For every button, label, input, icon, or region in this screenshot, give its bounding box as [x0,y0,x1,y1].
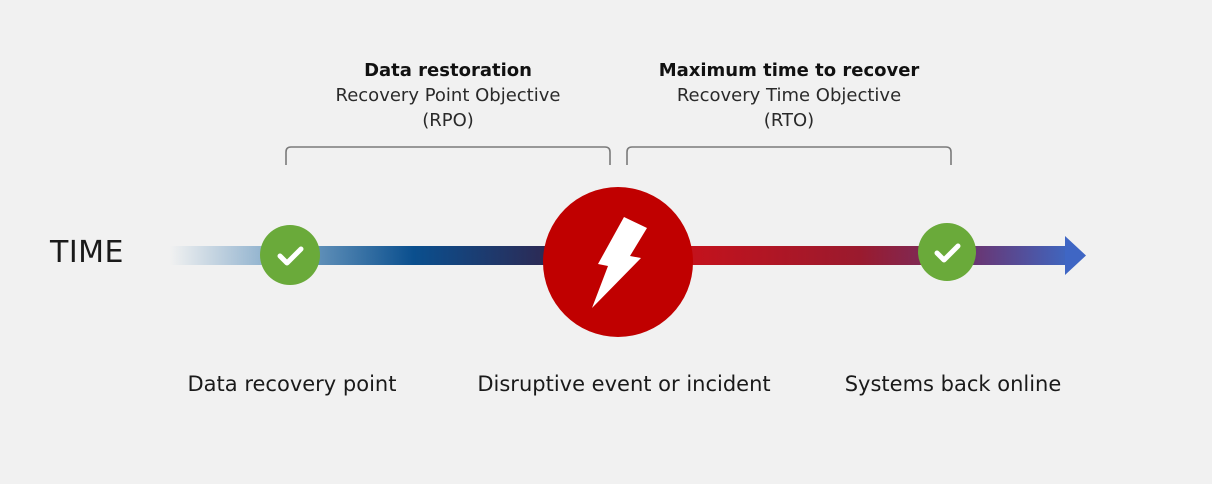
rto-abbreviation: (RTO) [763,110,815,131]
back-online-label: Systems back online [844,372,1062,396]
rpo-objective-name: Recovery Point Objective [335,85,561,106]
checkmark-icon [934,243,961,263]
incident-marker [543,187,693,337]
rpo-abbreviation: (RPO) [422,110,474,131]
rpo-heading: Data restoration Recovery Point Objectiv… [286,58,610,133]
rto-bracket [626,146,952,165]
rto-objective-name: Recovery Time Objective [676,85,902,106]
rpo-bracket [285,146,611,165]
rto-title: Maximum time to recover [658,60,920,81]
back-online-marker [918,223,976,281]
recovery-point-label: Data recovery point [187,372,397,396]
rto-heading: Maximum time to recover Recovery Time Ob… [627,58,951,133]
timeline-pre-incident [170,246,550,265]
arrow-head-icon [1065,236,1086,275]
lightning-bolt-icon [592,217,647,308]
rpo-title: Data restoration [364,60,532,81]
incident-label: Disruptive event or incident [477,372,771,396]
checkmark-icon [277,246,304,266]
timeline-post-incident [686,246,1070,265]
recovery-point-marker [260,225,320,285]
time-axis-label: TIME [50,235,125,270]
